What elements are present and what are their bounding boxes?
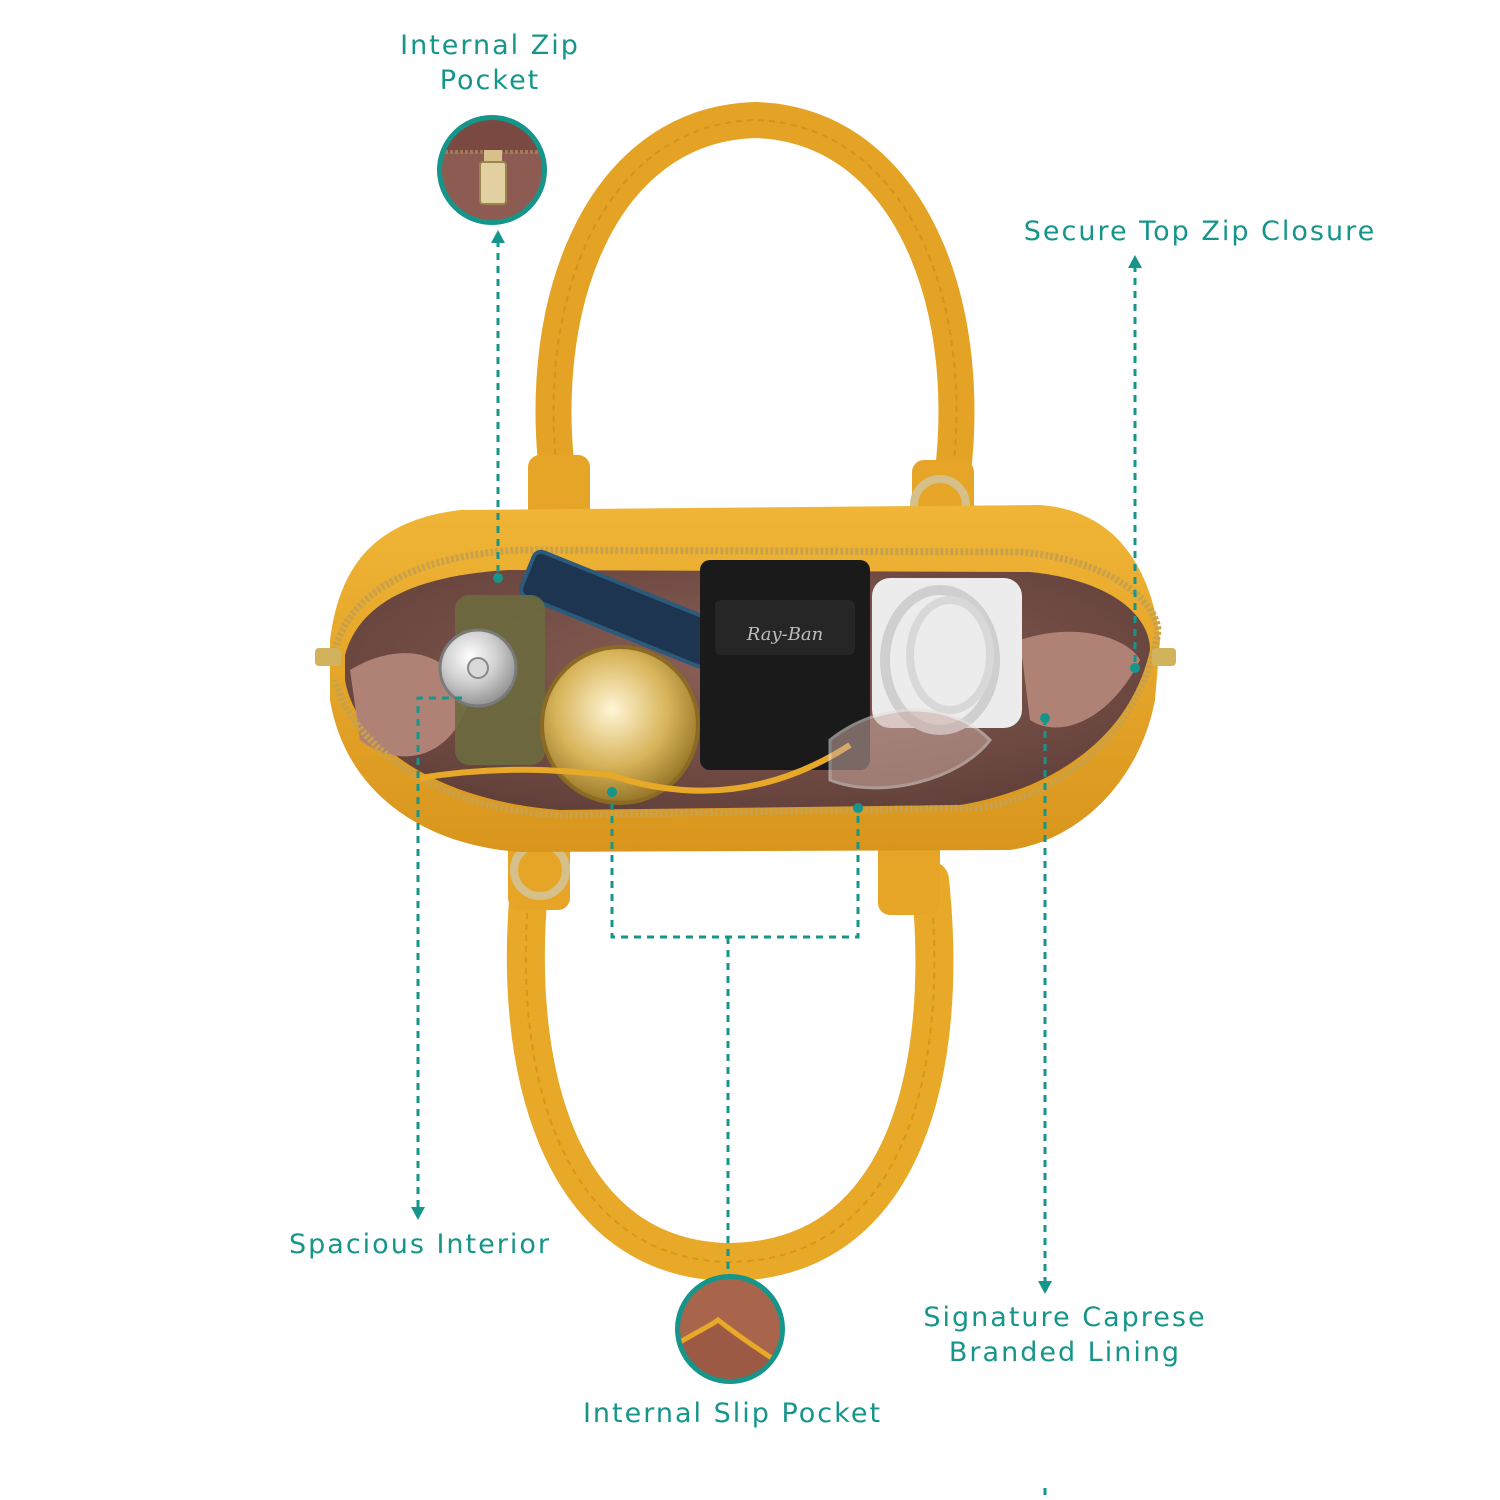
spacious-leader [416, 696, 462, 1210]
slip-pocket-edge [419, 742, 852, 794]
label-spacious-interior: Spacious Interior [289, 1229, 551, 1260]
slip-pocket-leader [610, 790, 860, 1272]
label-line: Pocket [439, 65, 541, 96]
compact-mirror [540, 645, 700, 805]
leader-dots [493, 573, 1140, 813]
zip-pocket-detail [437, 115, 547, 225]
slip-pocket-detail [675, 1274, 785, 1384]
label-branded-lining: Signature Caprese Branded Lining [905, 1300, 1225, 1370]
zipper-pull [315, 648, 341, 666]
clear-clip [828, 708, 992, 790]
bag-handles [506, 101, 975, 1282]
wallet-logo: Ray-Ban [746, 624, 824, 645]
label-secure-top-zip: Secure Top Zip Closure [1023, 216, 1377, 247]
handle-tab [528, 455, 590, 527]
label-line: Branded Lining [948, 1337, 1182, 1368]
arrowheads [411, 230, 1142, 1294]
label-line: Internal Zip [400, 30, 580, 61]
handle-tab [878, 840, 940, 915]
callout-lines [416, 240, 1137, 1500]
label-internal-slip-pocket: Internal Slip Pocket [582, 1398, 883, 1429]
bag-contents: Ray-Ban [419, 549, 1022, 805]
label-internal-zip-pocket: Internal Zip Pocket [360, 28, 620, 98]
label-line: Signature Caprese [923, 1302, 1207, 1333]
zipper-pull [1152, 648, 1176, 666]
back-handle [535, 101, 975, 538]
